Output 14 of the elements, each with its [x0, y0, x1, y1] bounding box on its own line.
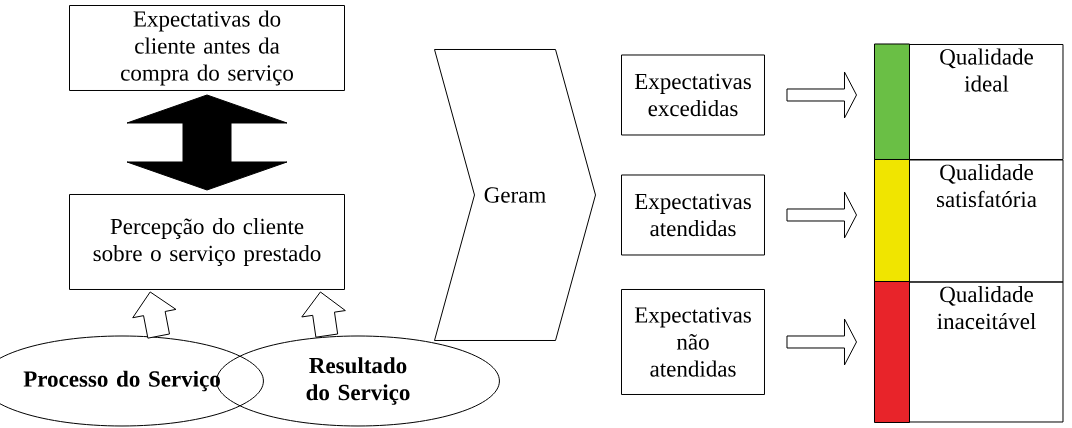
- block-arrow: [132, 291, 177, 339]
- block-arrow: [786, 318, 857, 366]
- text-box: Expectativas do cliente antes da compra do serviço: [69, 5, 345, 91]
- block-arrow: [301, 291, 346, 338]
- block-arrow: [786, 71, 857, 119]
- text-box: Percepção do cliente sobre o serviço prestado: [69, 194, 345, 290]
- quality-box: Qualidade inaceitável: [874, 281, 1064, 423]
- block-arrow: [126, 94, 288, 191]
- block-arrow: [786, 191, 857, 239]
- quality-box: Qualidade satisfatória: [874, 159, 1064, 283]
- text-box: Expectativas não atendidas: [621, 289, 765, 395]
- quality-box: Qualidade ideal: [874, 43, 1064, 161]
- text-box: Expectativas atendidas: [621, 174, 765, 256]
- text-box: Expectativas excedidas: [621, 54, 765, 136]
